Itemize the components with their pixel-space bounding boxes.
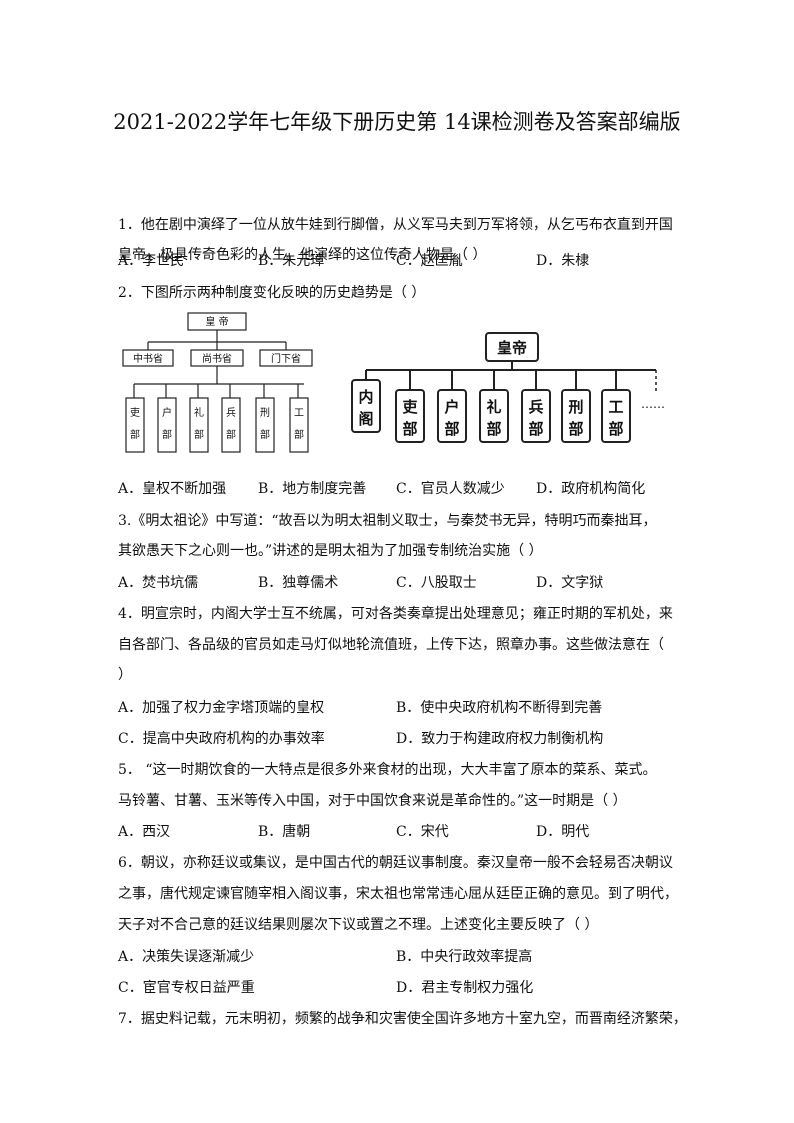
- left-ministry-rites: 礼部: [194, 406, 204, 441]
- q2-option-a: A．皇权不断加强: [118, 481, 227, 497]
- q3-option-b: B．独尊儒术: [258, 575, 339, 591]
- left-ministry-revenue: 户部: [162, 406, 172, 441]
- q2-text-line-1: 2．下图所示两种制度变化反映的历史趋势是（ ）: [118, 285, 426, 301]
- right-ministry-personnel-2: 部: [402, 420, 417, 438]
- q4-text-line-2: 自各部门、各品级的官员如走马灯似地轮流值班，上传下达，照章办事。这些做法意在（: [118, 637, 664, 653]
- left-secretariat-label: 中书省: [133, 352, 163, 365]
- diagram-ming-cabinet: 皇帝 内 阁 吏 部 户 部 礼 部 兵 部 刑 部 工 部 ……: [351, 332, 665, 443]
- q5-option-c: C．宋代: [396, 824, 449, 840]
- right-boxes: 内 阁 吏 部 户 部 礼 部 兵 部 刑 部 工 部: [358, 388, 623, 438]
- left-ministries: 吏部 户部 礼部 兵部 刑部 工部: [130, 406, 304, 441]
- q6-option-a: A．决策失误逐渐减少: [118, 949, 255, 965]
- q4-text-line-3: ）: [118, 667, 132, 683]
- right-ministry-justice-1: 刑: [568, 398, 583, 416]
- q2-option-c: C．官员人数减少: [396, 481, 505, 497]
- q3-option-d: D．文字狱: [536, 575, 604, 591]
- q1-option-d: D．朱棣: [536, 253, 590, 269]
- q6-option-d: D．君主专制权力强化: [396, 980, 534, 996]
- q6-text-line-3: 天子对不合己意的廷议结果则屡次下议或置之不理。上述变化主要反映了（ ）: [118, 917, 599, 933]
- q1-text-line-1: 1．他在剧中演绎了一位从放牛娃到行脚僧，从义军马夫到万军将领，从乞丐布衣直到开国: [118, 217, 673, 233]
- right-ministry-rites-2: 部: [486, 420, 501, 438]
- left-emperor-label: 皇 帝: [205, 315, 228, 328]
- right-ministry-personnel-1: 吏: [402, 398, 418, 416]
- q5-option-a: A．西汉: [118, 824, 171, 840]
- q3-text-line-2: 其欲愚天下之心则一也。”讲述的是明太祖为了加强专制统治实施（ ）: [118, 543, 543, 559]
- q4-option-b: B．使中央政府机构不断得到完善: [396, 700, 603, 716]
- right-ministry-justice-2: 部: [568, 420, 583, 438]
- q4-text-line-1: 4．明宣宗时，内阁大学士互不统属，可对各类奏章提出处理意见；雍正时期的军机处，来: [118, 606, 673, 622]
- q3-option-c: C．八股取士: [396, 575, 477, 591]
- q7-text-line-1: 7．据史料记载，元末明初，频繁的战争和灾害使全国许多地方十室九空，而晋南经济繁荣…: [118, 1011, 687, 1027]
- right-ministry-war-2: 部: [528, 420, 543, 438]
- q3-text-line-1: 3.《明太祖论》中写道：“故吾以为明太祖制义取士，与秦焚书无异，特明巧而秦拙耳，: [118, 513, 657, 529]
- q6-text-line-1: 6．朝议，亦称廷议或集议，是中国古代的朝廷议事制度。秦汉皇帝一般不会轻易否决朝议: [118, 855, 673, 871]
- right-cabinet-char-1: 内: [358, 388, 373, 406]
- left-ministry-works: 工部: [294, 408, 304, 441]
- q5-text-line-1: 5． “这一时期饮食的一大特点是很多外来食材的出现，大大丰富了原本的菜系、菜式。: [118, 762, 657, 778]
- q6-option-b: B．中央行政效率提高: [396, 949, 533, 965]
- q5-option-d: D．明代: [536, 824, 590, 840]
- page-title: 2021-2022学年七年级下册历史第 14课检测卷及答案部编版: [113, 110, 681, 134]
- q4-option-d: D．致力于构建政府权力制衡机构: [396, 731, 604, 747]
- q1-option-c: C．赵匡胤: [396, 253, 463, 269]
- left-department-of-state-label: 尚书省: [202, 352, 232, 365]
- q1-option-b: B．朱元璋: [258, 253, 325, 269]
- q4-option-a: A．加强了权力金字塔顶端的皇权: [118, 700, 325, 716]
- right-ellipsis: ……: [641, 397, 665, 411]
- left-chancellery-label: 门下省: [271, 352, 301, 365]
- q1-option-a: A．李世民: [118, 253, 185, 269]
- q6-text-line-2: 之事，唐代规定谏官随宰相入阁议事，宋太祖也常常违心屈从廷臣正确的意见。到了明代，: [118, 886, 678, 902]
- diagram-three-departments: 皇 帝 中书省 尚书省 门下省 吏部 户部 礼部 兵部 刑部 工部: [122, 312, 313, 453]
- q3-option-a: A．焚书坑儒: [118, 575, 199, 591]
- right-ministry-war-1: 兵: [528, 398, 543, 416]
- right-ministry-rites-1: 礼: [486, 398, 501, 416]
- q4-option-c: C．提高中央政府机构的办事效率: [118, 731, 325, 747]
- right-emperor-label: 皇帝: [497, 339, 527, 357]
- right-ministry-revenue-2: 部: [444, 420, 459, 438]
- left-ministry-war: 兵部: [226, 406, 236, 441]
- left-ministry-personnel: 吏部: [130, 406, 140, 441]
- q5-option-b: B．唐朝: [258, 824, 311, 840]
- right-cabinet-char-2: 阁: [358, 410, 373, 428]
- q1-text-line-2: 皇帝，极具传奇色彩的人生。他演绎的这位传奇人物是（ ）: [118, 247, 487, 263]
- q6-option-c: C．宦官专权日益严重: [118, 980, 255, 996]
- q2-option-b: B．地方制度完善: [258, 481, 367, 497]
- right-ministry-revenue-1: 户: [444, 398, 459, 416]
- left-ministry-justice: 刑部: [260, 406, 270, 441]
- q5-text-line-2: 马铃薯、甘薯、玉米等传入中国，对于中国饮食来说是革命性的。”这一时期是（ ）: [118, 793, 627, 809]
- right-ministry-works-2: 部: [608, 420, 623, 438]
- q2-option-d: D．政府机构简化: [536, 481, 646, 497]
- right-ministry-works-1: 工: [608, 398, 623, 416]
